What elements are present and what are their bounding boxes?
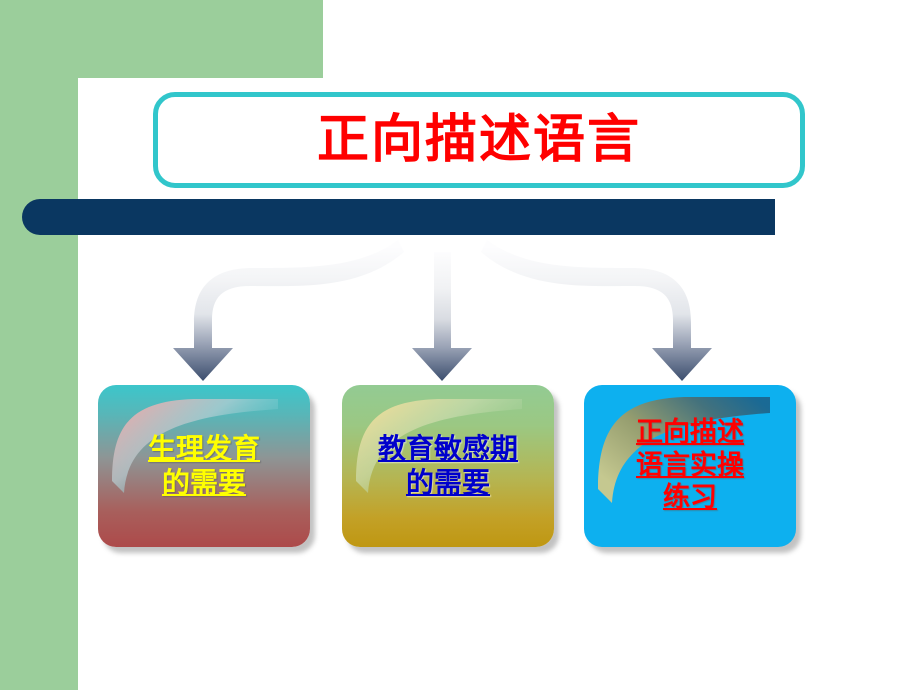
box-highlight-swoosh bbox=[598, 397, 770, 503]
box-highlight-swoosh bbox=[112, 399, 278, 493]
top-green-block bbox=[0, 0, 323, 78]
node-box-1[interactable]: 生理发育 的需要 bbox=[98, 385, 310, 547]
box-highlight-swoosh bbox=[356, 399, 522, 493]
node-box-1-label: 生理发育 的需要 bbox=[147, 431, 260, 499]
title-box: 正向描述语言 bbox=[153, 92, 805, 188]
node-box-2[interactable]: 教育敏感期 的需要 bbox=[342, 385, 554, 547]
page-title: 正向描述语言 bbox=[316, 110, 641, 170]
node-box-2-label: 教育敏感期 的需要 bbox=[377, 431, 518, 499]
left-green-panel bbox=[0, 0, 78, 690]
node-box-3[interactable]: 正向描述 语言实操 练习 bbox=[584, 385, 796, 547]
navy-accent-bar bbox=[22, 199, 775, 235]
node-box-3-label: 正向描述 语言实操 练习 bbox=[636, 416, 744, 514]
